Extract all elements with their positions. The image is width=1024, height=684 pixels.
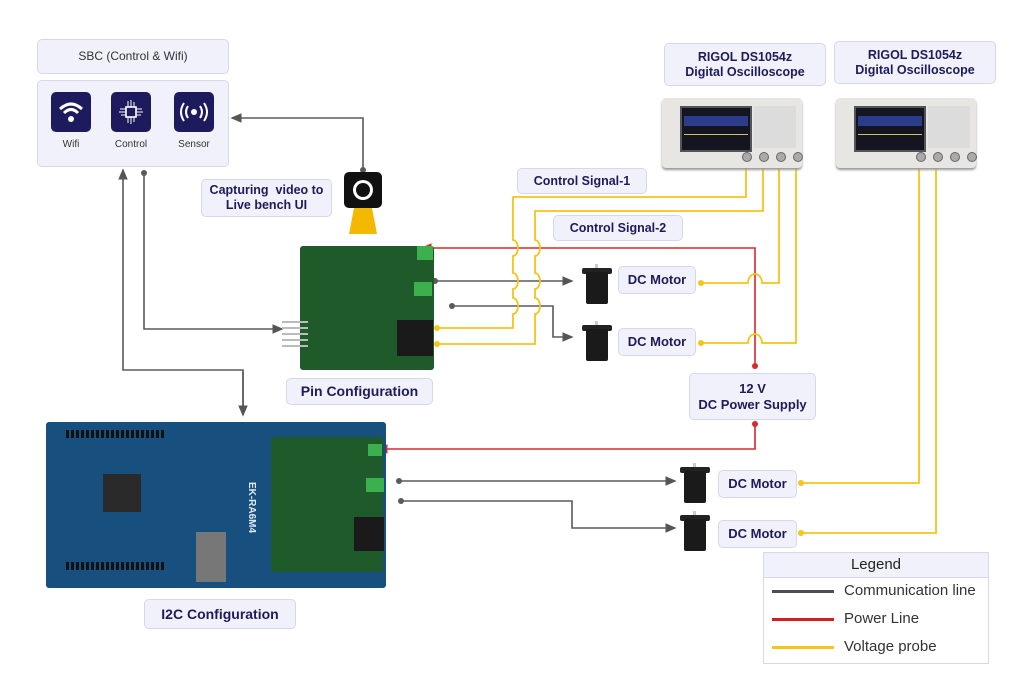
control-signal-2-line (437, 165, 764, 345)
legend-label: Power Line (844, 610, 920, 627)
voltage-probe-lines (437, 165, 937, 534)
camera-to-sbc-line (230, 113, 364, 170)
oscilloscope-2-model: RIGOL DS1054z (867, 47, 963, 62)
i2c-configuration-label: I2C Configuration (144, 599, 296, 629)
motor-4-icon (680, 511, 710, 551)
motor-4-label: DC Motor (718, 520, 797, 548)
power-to-i2c-board-line (376, 424, 756, 454)
motor-2-icon (582, 321, 612, 361)
sbc-title: SBC (Control & Wifi) (37, 39, 229, 74)
power-to-pin-board-line (420, 243, 756, 366)
motor2-probe-line (701, 165, 797, 344)
oscilloscope-2-type: Digital Oscilloscope (855, 62, 975, 77)
control-label: Control (114, 139, 148, 150)
motor-3-label: DC Motor (718, 470, 797, 498)
motor-1-label: DC Motor (618, 266, 696, 294)
communication-lines (118, 113, 677, 533)
motor-2-label: DC Motor (618, 328, 696, 356)
wifi-label: Wifi (62, 139, 80, 150)
legend-item-voltage: Voltage probe (764, 634, 988, 662)
pin-board-motor2-line (452, 305, 574, 342)
communication-swatch (772, 590, 834, 593)
camera-view-cone (349, 208, 377, 234)
sensor-icon[interactable] (174, 92, 214, 132)
control-signal-2-label: Control Signal-2 (553, 215, 683, 241)
motor-3-icon (680, 463, 710, 503)
oscilloscope-2-label: RIGOL DS1054z Digital Oscilloscope (834, 41, 996, 84)
oscilloscope-1-device (662, 98, 803, 168)
oscilloscope-1-type: Digital Oscilloscope (685, 64, 805, 79)
motor3-probe-line (801, 165, 920, 484)
power-type: DC Power Supply (698, 396, 807, 412)
camera-label: Capturing video to Live bench UI (201, 179, 332, 217)
legend-label: Communication line (844, 582, 976, 599)
pin-configuration-board (282, 246, 434, 370)
sbc-to-pin-board-line (143, 173, 284, 334)
motor-1-icon (582, 264, 612, 304)
oscilloscope-1-label: RIGOL DS1054z Digital Oscilloscope (664, 43, 826, 86)
sensor-label: Sensor (178, 139, 210, 150)
control-signal-1-line (437, 165, 747, 329)
power-supply-label: 12 V DC Power Supply (689, 373, 816, 420)
oscilloscope-1-model: RIGOL DS1054z (697, 49, 793, 64)
oscilloscope-2-device (836, 98, 977, 168)
ek-ra6m4-board: EK-RA6M4 (46, 422, 386, 588)
camera-label-line2: Live bench UI (225, 198, 308, 212)
ek-ra6m4-text: EK-RA6M4 (246, 481, 258, 534)
pin-configuration-label: Pin Configuration (286, 378, 433, 405)
power-lines (376, 243, 756, 454)
motor1-probe-line (701, 165, 780, 284)
legend-item-communication: Communication line (764, 578, 988, 606)
power-voltage: 12 V (739, 380, 766, 396)
camera-label-line1: Capturing video to (209, 183, 324, 197)
wifi-icon[interactable] (51, 92, 91, 132)
i2c-board-motor4-line (401, 500, 677, 533)
legend-title: Legend (764, 553, 988, 578)
legend: Legend Communication line Power Line Vol… (763, 552, 989, 664)
camera-icon (344, 172, 382, 208)
motor4-probe-line (801, 165, 937, 534)
legend-label: Voltage probe (844, 638, 937, 655)
voltage-swatch (772, 646, 834, 649)
legend-item-power: Power Line (764, 606, 988, 634)
control-signal-1-label: Control Signal-1 (517, 168, 647, 194)
chip-icon[interactable] (111, 92, 151, 132)
power-swatch (772, 618, 834, 621)
